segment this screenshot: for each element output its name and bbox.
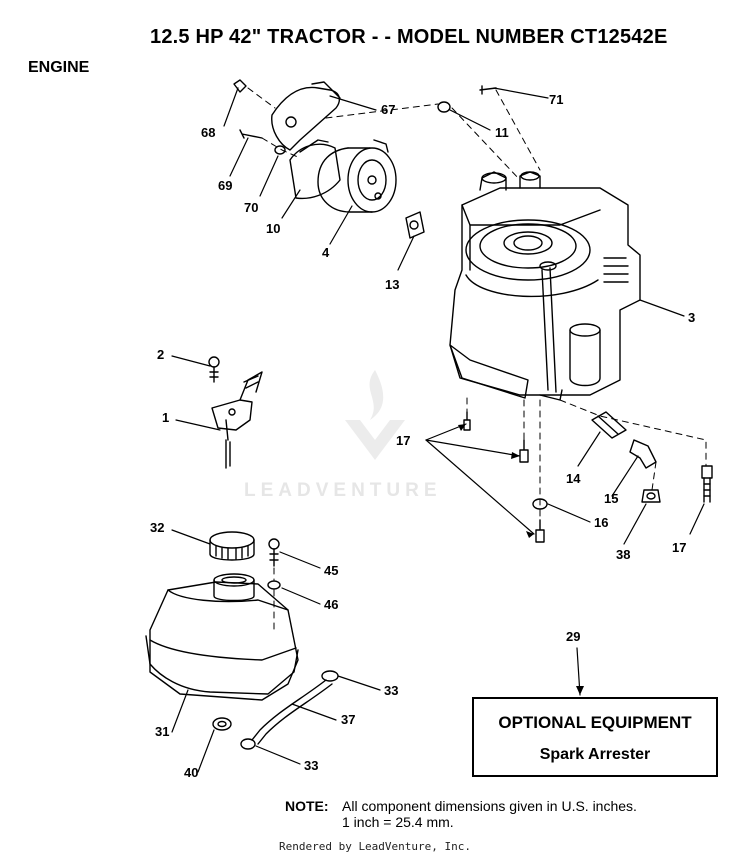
callout-67: 67: [381, 102, 396, 117]
callout-4: 4: [322, 245, 330, 260]
nut-part-38: [641, 489, 661, 503]
callout-69: 69: [218, 178, 233, 193]
note-line-1: All component dimensions given in U.S. i…: [342, 798, 637, 814]
washer-part-11: [437, 101, 451, 113]
bolt-part-17d: [701, 465, 713, 503]
leader-lines: [171, 87, 705, 773]
note-label: NOTE:: [285, 798, 329, 814]
callout-2: 2: [157, 347, 165, 362]
callout-71: 71: [549, 92, 564, 107]
fitting-part-14: [591, 411, 627, 439]
callout-11: 11: [495, 125, 509, 140]
washer-part-70: [274, 145, 286, 155]
callout-17-right: 17: [672, 540, 687, 555]
optional-equipment-box: OPTIONAL EQUIPMENT Spark Arrester: [472, 697, 718, 777]
callout-46: 46: [324, 597, 339, 612]
muffler-shield-part-10: [289, 139, 341, 200]
callout-17-fan: 17: [396, 433, 411, 448]
elbow-part-15: [629, 439, 657, 469]
grommet-part-40: [212, 717, 232, 731]
engine-part-3: [449, 171, 641, 401]
screw-part-2: [208, 356, 220, 383]
callout-32: 32: [150, 520, 165, 535]
bolt-part-17a: [463, 411, 471, 431]
callout-38: 38: [616, 547, 631, 562]
callout-33-top: 33: [384, 683, 399, 698]
callout-70: 70: [244, 200, 259, 215]
callout-1: 1: [162, 410, 170, 425]
bolt-part-17c: [535, 519, 545, 543]
clamp-part-33b: [240, 738, 256, 750]
alignment-lines-mid: [466, 397, 707, 521]
callout-45: 45: [324, 563, 339, 578]
callout-29: 29: [566, 629, 581, 644]
watermark-logo-icon: [345, 370, 405, 460]
callout-68: 68: [201, 125, 216, 140]
bolt-part-71: [479, 85, 497, 95]
page-title: 12.5 HP 42" TRACTOR - - MODEL NUMBER CT1…: [150, 26, 668, 48]
callout-14: 14: [566, 471, 581, 486]
throttle-control-part-1: [211, 371, 263, 469]
section-heading: ENGINE: [28, 59, 90, 76]
callout-31: 31: [155, 724, 170, 739]
callout-13: 13: [385, 277, 400, 292]
bolt-part-17b: [519, 439, 529, 463]
callout-3: 3: [688, 310, 696, 325]
leader-arrowheads: [458, 424, 584, 695]
muffler-bracket-part-67: [271, 81, 341, 151]
muffler-gasket-part-13: [405, 211, 425, 239]
optional-equipment-heading: OPTIONAL EQUIPMENT: [498, 713, 692, 732]
watermark-text: LEADVENTURE: [244, 480, 442, 501]
callout-37: 37: [341, 712, 356, 727]
fuel-cap-part-32: [209, 531, 255, 561]
callout-33-bottom: 33: [304, 758, 319, 773]
screw-part-45: [268, 538, 280, 567]
alignment-lines-top: [247, 87, 541, 181]
muffler-part-4: [317, 139, 397, 213]
note-line-2: 1 inch = 25.4 mm.: [342, 814, 454, 830]
dimension-note: NOTE: All component dimensions given in …: [285, 798, 637, 830]
fuel-line-part-37: [251, 679, 333, 745]
callout-40: 40: [184, 765, 199, 780]
spark-arrester-label: Spark Arrester: [539, 746, 651, 763]
bolt-part-69: [239, 129, 263, 139]
callout-15: 15: [604, 491, 619, 506]
rendered-by-footer: Rendered by LeadVenture, Inc.: [278, 840, 472, 853]
bolt-part-68: [233, 79, 247, 93]
callout-16: 16: [594, 515, 609, 530]
fuel-tank-part-31: [145, 573, 299, 701]
washer-part-46: [267, 580, 281, 590]
callout-10: 10: [266, 221, 281, 236]
clamp-part-33a: [321, 670, 339, 682]
